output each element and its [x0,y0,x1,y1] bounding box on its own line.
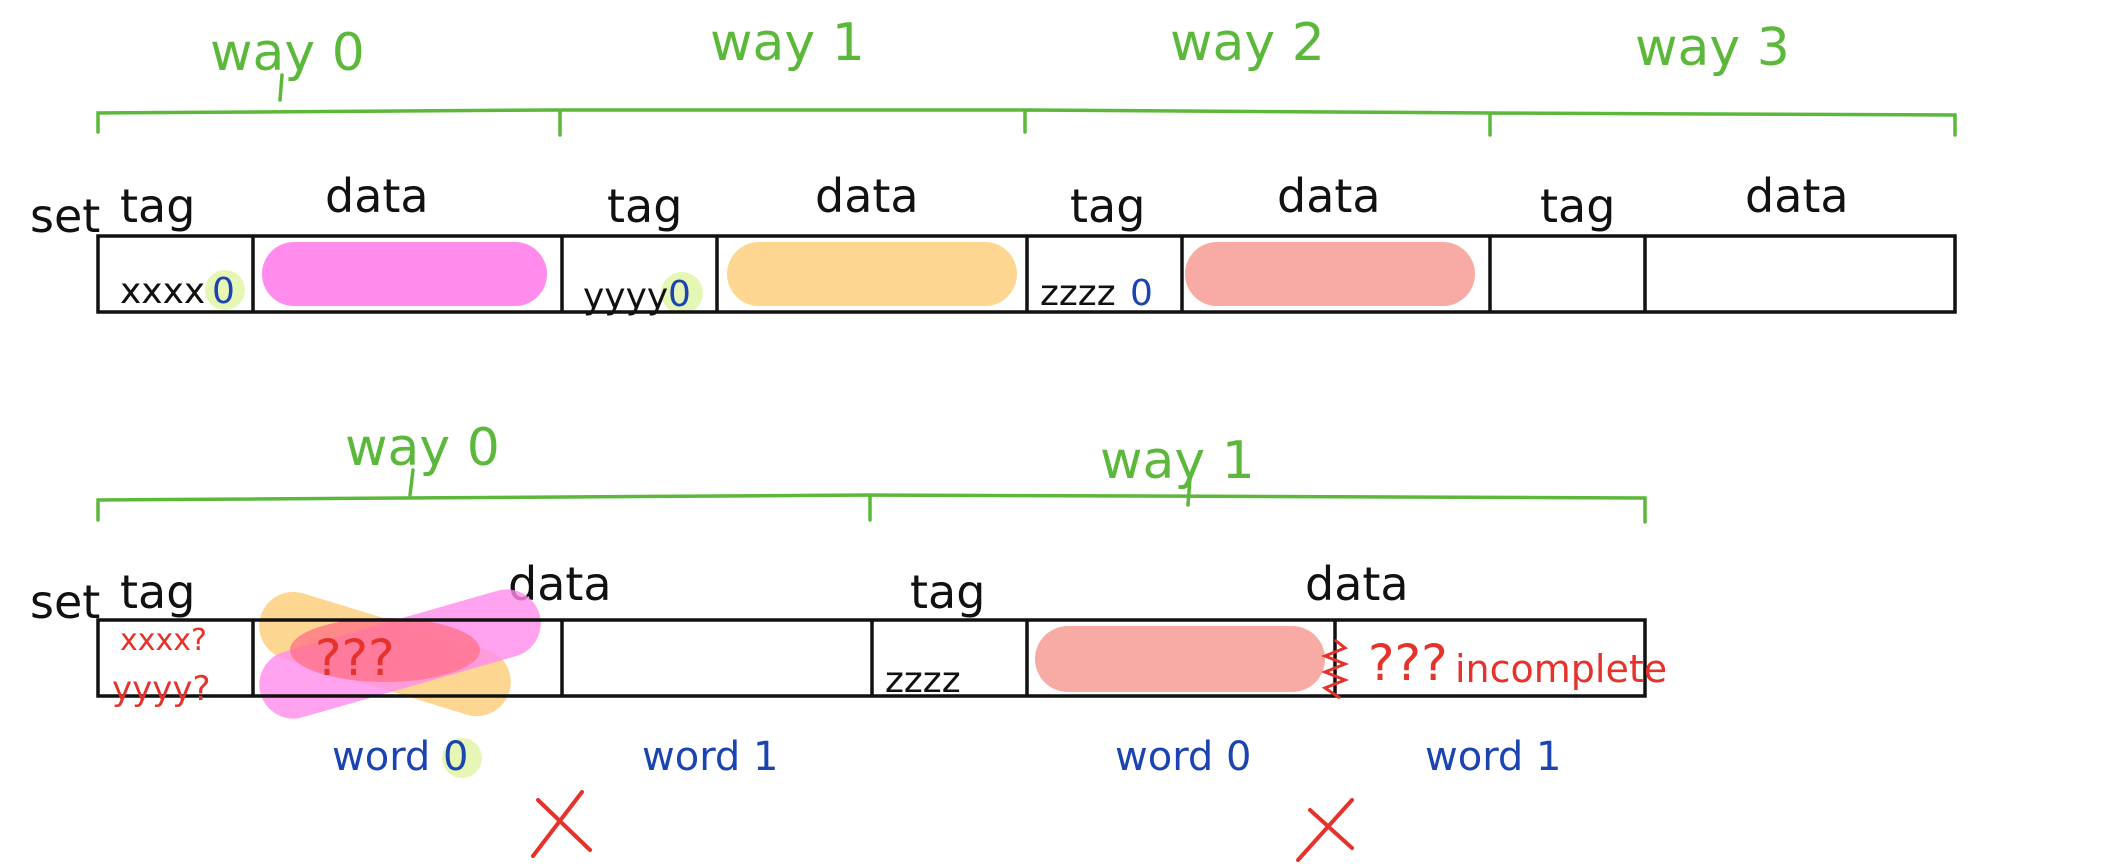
bottom-way-1-data-fill [1035,626,1325,692]
top-way-2-tag: zzzz [1040,273,1116,314]
top-tag-header-3: tag [1540,179,1615,233]
word-label-way1-0: word 0 [1115,734,1251,780]
top-set-label: set [30,189,100,243]
top-data-header-0: data [325,169,429,223]
top-data-header-1: data [815,169,919,223]
cross-mark-way-0 [531,790,592,858]
bottom-way-0-overlap [290,618,480,682]
bottom-way-1-data-unknown: ??? [1368,634,1448,692]
top-way-0-pointer [278,73,284,102]
bottom-way-0-tag-x: xxxx? [120,623,207,658]
top-way-1-valid-highlight [661,272,703,314]
word-label-way0-0: word 0 [332,734,469,780]
top-way-3-label: way 3 [1635,18,1790,78]
word-label-way1-1: word 1 [1425,734,1561,780]
top-way-1-tag: yyyy [583,276,668,317]
bottom-way-bracket [96,493,1647,524]
bottom-way-0-data-unknown: ??? [315,629,395,687]
top-way-2-data-fill [1185,242,1475,306]
bottom-word-0-highlight [442,738,482,778]
bottom-data-header-1: data [1305,557,1409,611]
bottom-way-1-tag: zzzz [885,660,961,701]
top-data-header-2: data [1277,169,1381,223]
bottom-tag-header-0: tag [120,565,195,619]
top-way-0-tag: xxxx [120,271,205,312]
incomplete-tear [1320,638,1350,700]
word-label-way0-1: word 1 [642,734,778,780]
top-diagram: way 0 way 1 way 2 way 3 set tag data tag… [30,13,1957,317]
top-tag-header-1: tag [607,179,682,233]
top-way-1-data-fill [727,242,1017,306]
bottom-diagram: way 0 way 1 set tag data tag data xxxx? … [30,418,1667,862]
top-tag-header-0: tag [120,179,195,233]
top-way-0-data-fill [262,242,547,306]
top-data-header-3: data [1745,169,1849,223]
cross-mark-way-1 [1296,798,1354,862]
incomplete-label: incomplete [1455,647,1667,691]
bottom-way-0-label: way 0 [345,418,500,478]
bottom-way-1-label: way 1 [1100,431,1255,491]
top-way-2-label: way 2 [1170,13,1325,73]
top-way-1-valid-bit: 0 [668,274,691,315]
top-way-2-valid-bit: 0 [1130,273,1153,314]
top-tag-header-2: tag [1070,179,1145,233]
bottom-way-0-tag-y: yyyy? [112,669,211,709]
top-way-0-label: way 0 [210,23,365,83]
bottom-tag-header-1: tag [910,565,985,619]
top-way-0-valid-bit: 0 [212,271,235,312]
bottom-set-label: set [30,575,100,629]
top-way-0-valid-highlight [205,270,245,310]
top-way-bracket [96,108,1957,137]
top-way-1-label: way 1 [710,13,865,73]
